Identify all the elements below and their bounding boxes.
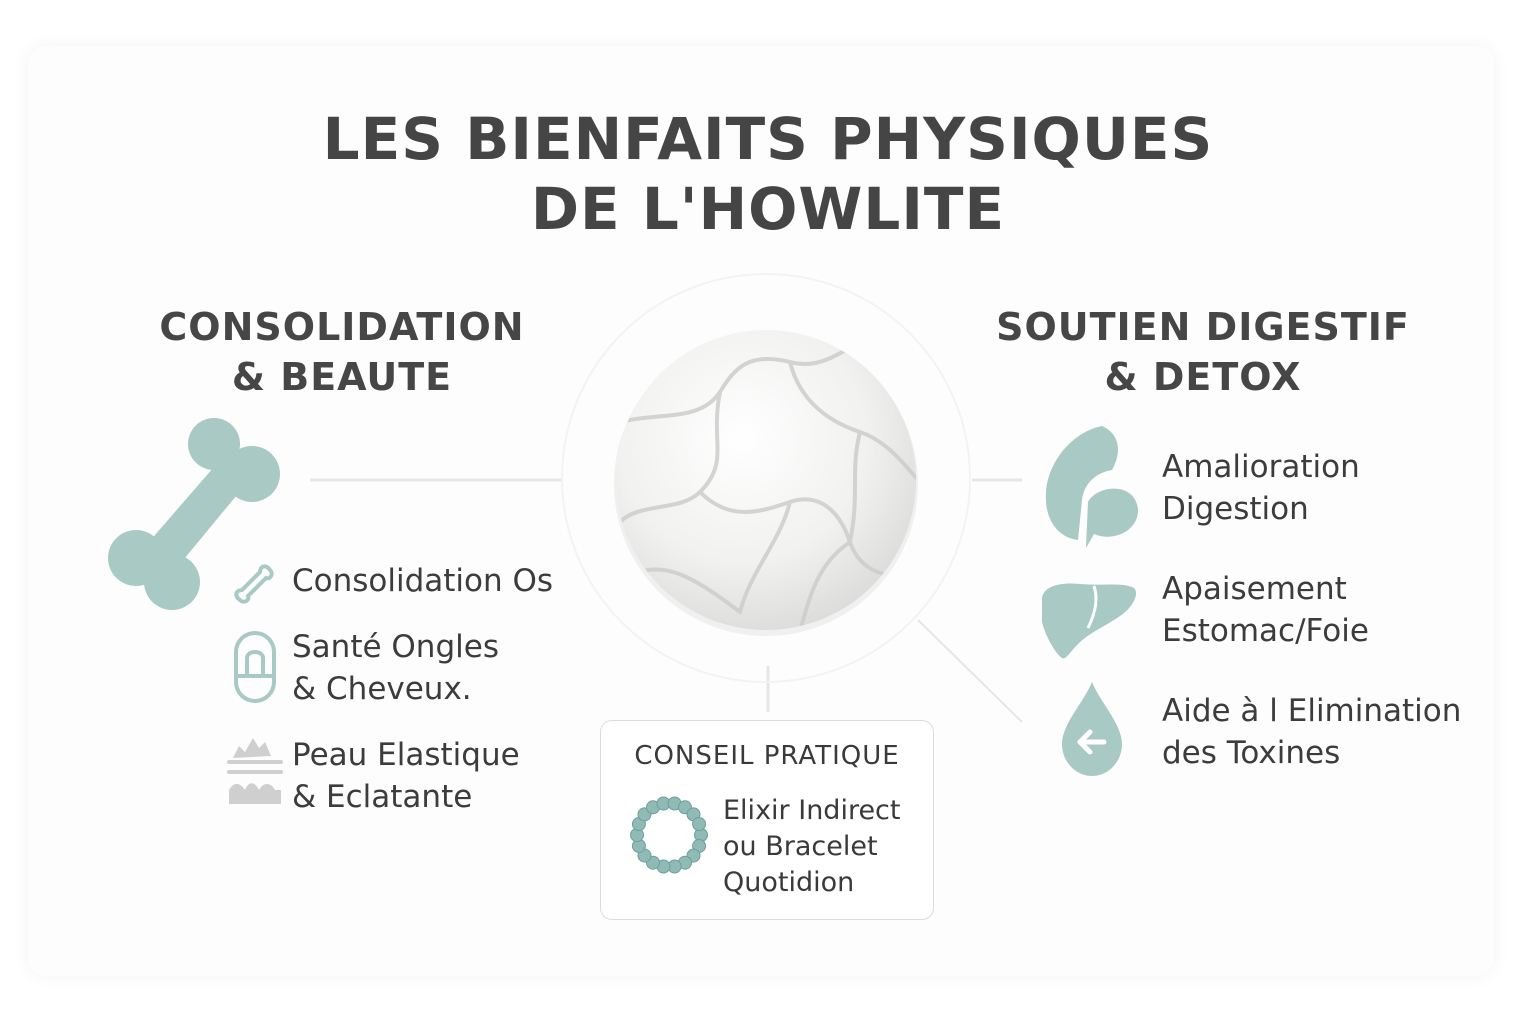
stomach-icon xyxy=(1045,426,1138,548)
left-item-3: Peau Elastique & Eclatante xyxy=(292,734,520,818)
bone-icon xyxy=(108,418,280,610)
title-line-1: LES BIENFAITS PHYSIQUES xyxy=(322,105,1214,173)
tip-line-1: Elixir Indirect xyxy=(723,795,901,826)
right-item-3-line-2: des Toxines xyxy=(1162,735,1341,771)
left-item-3-line-2: & Eclatante xyxy=(292,779,473,815)
right-item-3: Aide à l Elimination des Toxines xyxy=(1162,690,1461,774)
tip-line-2: ou Bracelet xyxy=(723,831,878,862)
tip-line-3: Quotidion xyxy=(723,867,855,898)
drop-icon xyxy=(1062,682,1122,776)
left-item-2-line-1: Santé Ongles xyxy=(292,629,499,665)
left-item-1: Consolidation Os xyxy=(292,560,553,602)
nail-icon xyxy=(234,631,276,703)
skin-layers-icon xyxy=(227,738,283,804)
right-item-2-line-2: Estomac/Foie xyxy=(1162,613,1369,649)
left-item-3-line-1: Peau Elastique xyxy=(292,737,520,773)
right-item-2-line-1: Apaisement xyxy=(1162,571,1347,607)
bracelet-bead xyxy=(692,817,707,832)
left-item-2: Santé Ongles & Cheveux. xyxy=(292,626,499,710)
page-title: LES BIENFAITS PHYSIQUES DE L'HOWLITE xyxy=(0,104,1536,244)
right-item-2: Apaisement Estomac/Foie xyxy=(1162,568,1369,652)
title-line-2: DE L'HOWLITE xyxy=(530,175,1006,243)
left-item-1-line-1: Consolidation Os xyxy=(292,563,554,599)
right-item-1: Amalioration Digestion xyxy=(1162,446,1360,530)
tip-text: Elixir Indirect ou Bracelet Quotidion xyxy=(723,793,901,901)
right-item-1-line-1: Amalioration xyxy=(1162,449,1360,485)
right-heading-line-1: SOUTIEN DIGESTIF xyxy=(996,305,1410,349)
tip-title: CONSEIL PRATIQUE xyxy=(634,741,900,771)
right-heading: SOUTIEN DIGESTIF & DETOX xyxy=(990,302,1416,402)
left-heading: CONSOLIDATION & BEAUTE xyxy=(140,302,544,402)
bracelet-icon xyxy=(630,796,708,874)
left-item-2-line-2: & Cheveux. xyxy=(292,671,472,707)
howlite-stone-icon xyxy=(561,273,971,683)
liver-icon xyxy=(1042,583,1137,659)
left-heading-line-1: CONSOLIDATION xyxy=(159,305,525,349)
tip-box: CONSEIL PRATIQUE Elixir Indirect ou Brac… xyxy=(600,720,934,920)
bone-small-icon xyxy=(234,564,274,604)
right-item-3-line-1: Aide à l Elimination xyxy=(1162,693,1462,729)
right-item-1-line-2: Digestion xyxy=(1162,491,1309,527)
left-heading-line-2: & BEAUTE xyxy=(231,355,453,399)
right-heading-line-2: & DETOX xyxy=(1104,355,1302,399)
